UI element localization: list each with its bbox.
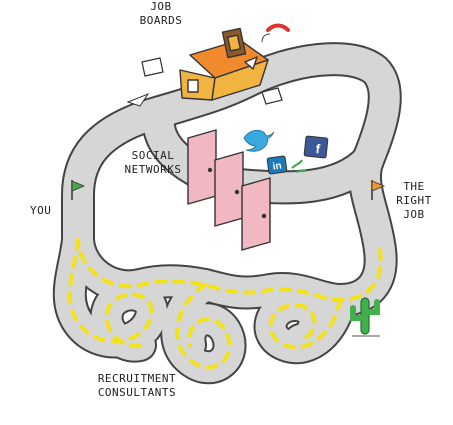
right-job-line-1: THE [403, 180, 425, 193]
job-boards-label: JOB BOARDS [126, 0, 196, 28]
social-network-doors [187, 129, 271, 251]
the-right-job-label: THE RIGHT JOB [393, 180, 435, 222]
paper-plane-icon [126, 92, 150, 107]
phone-icon [261, 23, 290, 43]
social-networks-label: SOCIAL NETWORKS [110, 149, 196, 177]
recruitment-line-2: CONSULTANTS [97, 386, 177, 399]
social-networks-line-2: NETWORKS [124, 163, 182, 176]
start-flag-icon [71, 180, 86, 200]
facebook-icon: f [303, 135, 329, 159]
twitter-bird-icon [243, 129, 275, 152]
recruitment-line-1: RECRUITMENT [97, 372, 177, 385]
sprig-icon [291, 159, 307, 173]
social-networks-line-1: SOCIAL [131, 149, 175, 162]
job-boards-line-1: JOB [150, 0, 172, 13]
job-boards-house-icon [179, 27, 269, 101]
facebook-glyph: f [315, 141, 322, 156]
cactus-icon [350, 297, 380, 337]
linkedin-glyph: in [272, 160, 282, 172]
paper-scroll-icon [141, 57, 283, 105]
door-3 [241, 177, 271, 251]
right-job-line-2: RIGHT [396, 194, 432, 207]
right-job-line-3: JOB [403, 208, 425, 221]
finish-flag-icon [371, 180, 386, 200]
lane-markings [67, 238, 383, 370]
linkedin-icon: in [266, 155, 288, 175]
you-label: YOU [30, 204, 52, 217]
door-2 [214, 151, 244, 227]
recruitment-consultants-label: RECRUITMENT CONSULTANTS [82, 372, 192, 400]
job-boards-line-2: BOARDS [139, 14, 183, 27]
